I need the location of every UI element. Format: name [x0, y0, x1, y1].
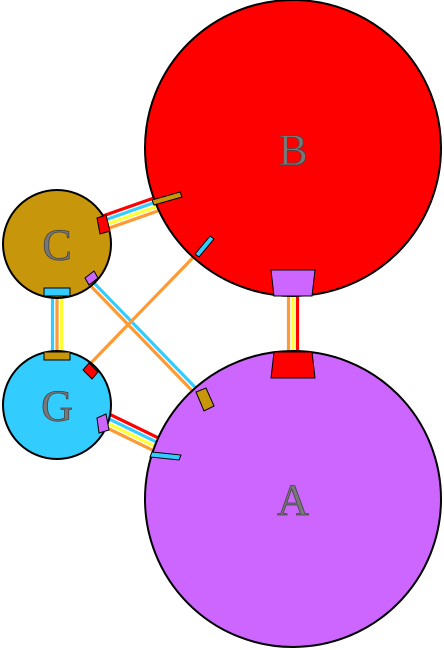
node-g-circle: [2, 350, 112, 460]
node-b-label: B: [278, 126, 307, 175]
node-b-port-to-a: [270, 269, 316, 297]
edge-g-b: [86, 236, 214, 368]
node-a-port-gold: [195, 387, 215, 412]
node-a-label: A: [277, 476, 309, 525]
node-c-port-red: [96, 214, 111, 235]
edge-strand-sky: [90, 279, 215, 408]
node-a-port-sky: [149, 451, 182, 461]
node-a: A: [144, 350, 442, 648]
edge-c-g: [50, 298, 64, 351]
node-c-label: C: [42, 221, 71, 270]
node-g-port-purple: [96, 413, 110, 434]
node-c-port-purple: [84, 270, 99, 286]
node-g: G: [2, 350, 112, 460]
node-c-circle: [2, 189, 112, 299]
node-c-port-sky: [43, 287, 71, 297]
node-b-port-sky: [194, 235, 215, 258]
edge-strand-orange: [87, 282, 212, 411]
node-g-port-red: [82, 362, 99, 380]
edge-c-a: [87, 279, 215, 411]
node-a-port-to-b: [270, 351, 316, 379]
edge-strand-orange: [86, 236, 214, 368]
edge-b-a: [286, 296, 300, 352]
node-g-label: G: [41, 382, 73, 431]
ports-layer: [43, 191, 215, 461]
node-c: C: [2, 189, 112, 299]
node-a-circle: [144, 350, 442, 648]
node-b: B: [144, 0, 442, 297]
node-b-port-gold: [151, 191, 183, 206]
node-g-port-gold: [43, 351, 71, 361]
